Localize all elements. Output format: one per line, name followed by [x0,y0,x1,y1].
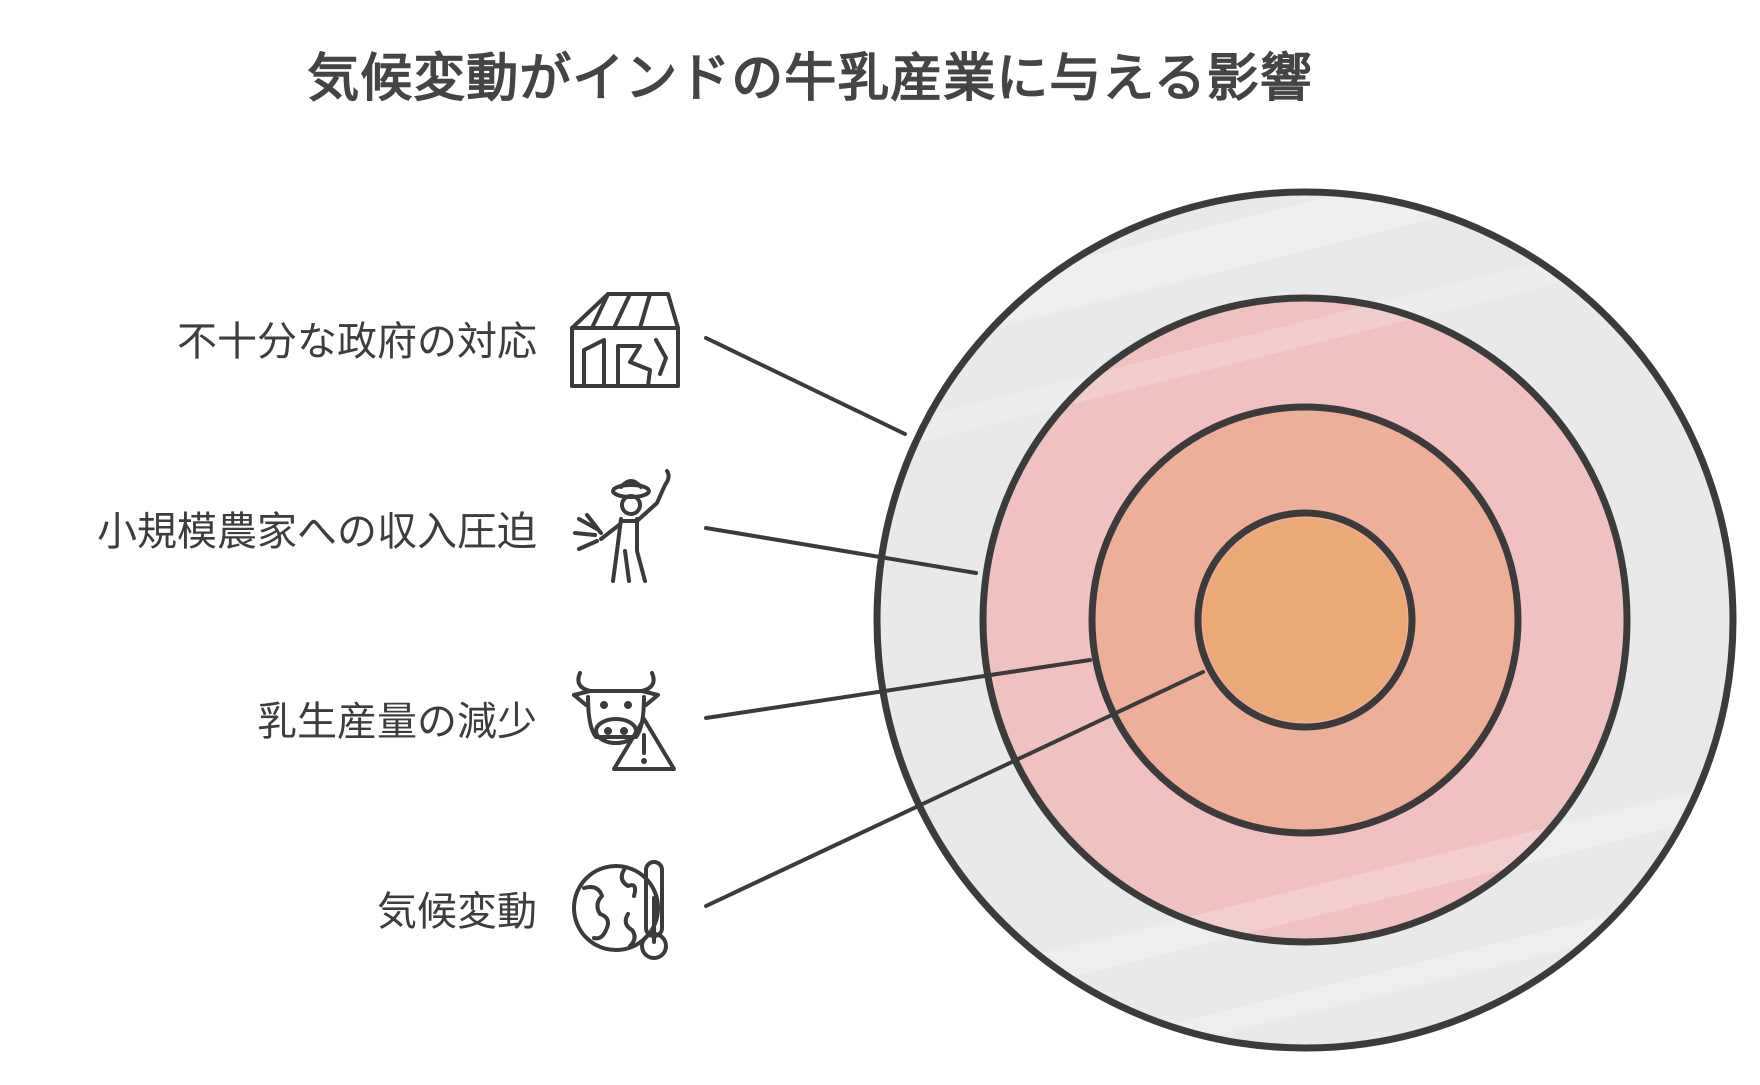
ring-fill-core [1203,518,1407,722]
farmer-icon [573,469,671,583]
ring-fills [880,195,1730,1045]
layer-label-2: 小規模農家への収入圧迫 [97,509,537,555]
page-title: 気候変動がインドの牛乳産業に与える影響 [307,49,1313,109]
ring-outline-third [1088,403,1522,837]
ring-outlines [873,188,1737,1052]
leader-lines [704,336,1205,908]
ring-outline-core [1194,509,1416,731]
broken-house-icon [570,292,680,388]
ring-outline-outer [873,188,1737,1052]
layer-label-4: 気候変動 [377,889,537,935]
leader-line-2 [704,526,978,575]
leader-line-1 [704,336,907,436]
globe-thermometer-icon [572,860,668,960]
leader-line-4 [704,670,1205,908]
layer-labels: 不十分な政府の対応 小規模農家への収入圧迫 乳生産量の減少 気候変動 [97,319,537,935]
cow-warning-icon [572,671,676,771]
leader-line-3 [704,658,1092,720]
ring-outline-second [979,294,1631,946]
layer-label-3: 乳生産量の減少 [257,699,537,745]
layer-label-1: 不十分な政府の対応 [177,319,537,365]
